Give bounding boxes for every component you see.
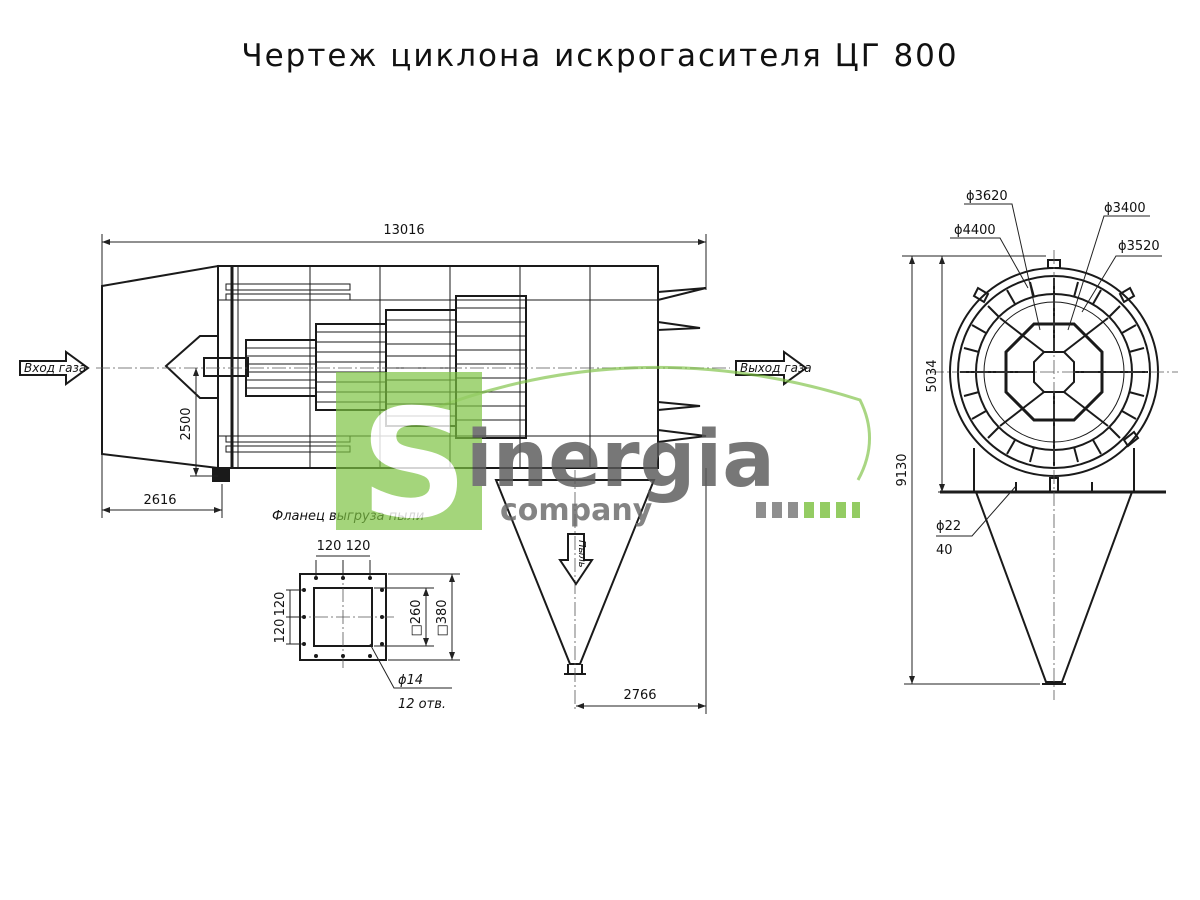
dia-3520-label: ϕ3520	[1118, 239, 1160, 254]
inlet-arrow: Вход газа	[19, 350, 90, 386]
outer-size-label: □380	[435, 599, 450, 636]
vane-ring	[960, 278, 1148, 466]
dust-hopper	[494, 479, 656, 665]
logo-letter: S	[360, 378, 468, 552]
inlet-cone	[101, 264, 219, 470]
page-title: Чертеж циклона искрогасителя ЦГ 800	[241, 38, 959, 74]
offset-dim-label: 2616	[143, 493, 176, 508]
pitch-top-2: 120	[346, 539, 371, 554]
height-9130-label: 9130	[895, 453, 910, 486]
pitch-left-2: 120	[273, 619, 288, 644]
hole-dia-label: ϕ14	[398, 673, 423, 688]
pitch-top-1: 120	[317, 539, 342, 554]
end-view: 5034 9130 ϕ3620 ϕ4400 ϕ3400 ϕ3520 ϕ22 40	[895, 189, 1178, 700]
inner-nozzle	[164, 335, 219, 399]
outlet-label: Выход газа	[740, 361, 812, 375]
dia-4400-label: ϕ4400	[954, 223, 996, 238]
n-40-label: 40	[936, 543, 953, 558]
logo-green-block	[336, 372, 482, 530]
inner-size-label: □260	[409, 599, 424, 636]
logo-word: inergia	[466, 415, 775, 505]
height-dim-label: 2500	[179, 407, 194, 440]
bolt-holes	[302, 576, 384, 658]
dust-label: Пыль	[576, 540, 587, 568]
height-5034-label: 5034	[925, 359, 940, 392]
dust-arrow: Пыль	[558, 533, 594, 586]
hopper-dim-label: 2766	[623, 688, 656, 703]
holes-count-label: 12 отв.	[398, 697, 446, 712]
inlet-label: Вход газа	[24, 361, 86, 375]
logo-sub: company	[500, 493, 653, 528]
inner-octagon	[1004, 322, 1104, 422]
dia-3620-label: ϕ3620	[966, 189, 1008, 204]
outlet-arrow: Выход газа	[735, 350, 812, 386]
end-hopper	[974, 491, 1134, 683]
logo-bars	[756, 502, 860, 518]
watermark-logo: S inergia company	[336, 365, 871, 552]
hole-22-label: ϕ22	[936, 519, 961, 534]
support-foot	[212, 468, 230, 482]
dia-3400-label: ϕ3400	[1104, 201, 1146, 216]
overall-length-label: 13016	[383, 223, 424, 238]
pitch-left-1: 120	[273, 592, 288, 617]
